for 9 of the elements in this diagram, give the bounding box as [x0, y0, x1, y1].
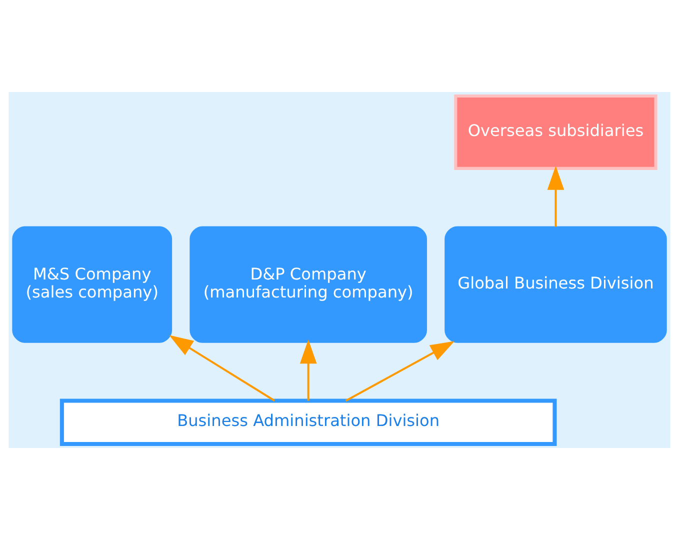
node-box: Overseas subsidiaries	[454, 94, 658, 170]
node-box: Business Administration Division	[60, 398, 557, 446]
node-box: Global Business Division	[444, 226, 667, 342]
arrow	[345, 340, 455, 402]
arrow	[547, 165, 564, 226]
node-box: M&S Company (sales company)	[12, 226, 172, 342]
node-box: D&P Company (manufacturing company)	[190, 226, 427, 342]
arrow	[300, 339, 317, 400]
arrow	[169, 334, 276, 402]
